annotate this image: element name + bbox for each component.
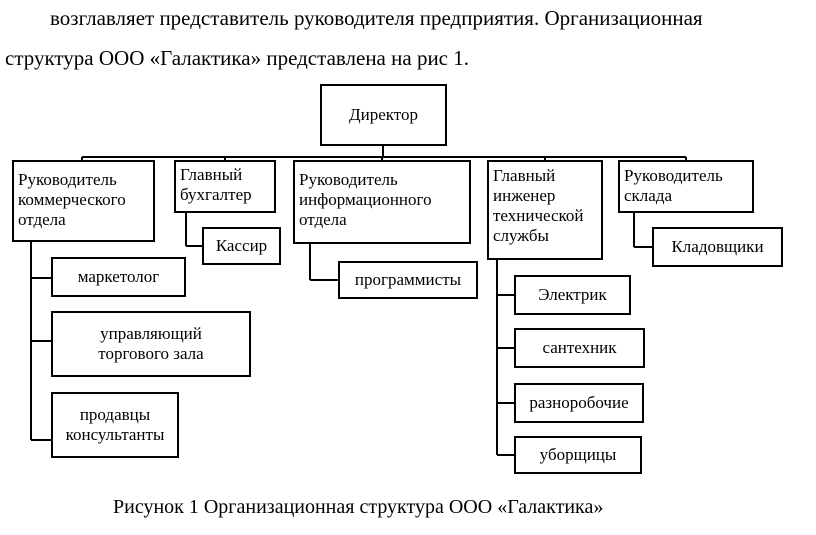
it-head-box: Руководитель информационного отдела <box>293 160 471 244</box>
handymen-box: разнорoбочие <box>514 383 644 423</box>
engineer-head-line-4: службы <box>493 226 549 245</box>
storekeepers-box: Кладовщики <box>652 227 783 267</box>
electrician-label: Электрик <box>538 285 607 304</box>
commercial-head-box: Руководитель коммерческого отдела <box>12 160 155 242</box>
marketer-label: маркетолог <box>77 267 160 286</box>
sellers-line-1: продавцы <box>79 405 151 424</box>
plumber-box: сантехник <box>514 328 645 368</box>
engineer-head-line-3: технической <box>493 206 584 225</box>
warehouse-head-line-1: Руководитель <box>624 166 723 185</box>
handymen-label: разнорoбочие <box>529 393 629 412</box>
commercial-head-line-2: коммерческого <box>18 190 126 209</box>
paragraph-line-2: структура ООО «Галактика» представлена н… <box>5 46 469 70</box>
it-head-line-1: Руководитель <box>299 170 398 189</box>
cleaners-label: уборщицы <box>539 445 617 464</box>
cashier-label: Кассир <box>215 236 268 255</box>
warehouse-head-line-2: склада <box>624 186 673 205</box>
engineer-head-line-1: Главный <box>493 166 556 185</box>
hall-manager-line-1: управляющий <box>100 324 202 343</box>
accountant-line-1: Главный <box>180 165 243 184</box>
it-head-line-2: информационного <box>299 190 432 209</box>
storekeepers-label: Кладовщики <box>671 237 764 256</box>
commercial-head-line-3: отдела <box>18 210 66 229</box>
it-head-line-3: отдела <box>299 210 347 229</box>
plumber-label: сантехник <box>542 338 617 357</box>
hall-manager-box: управляющий торгового зала <box>51 311 251 377</box>
accountant-box: Главный бухгалтер <box>174 160 276 213</box>
figure-caption: Рисунок 1 Организационная структура ООО … <box>113 496 604 518</box>
cleaners-box: уборщицы <box>514 436 642 474</box>
director-box: Директор <box>320 84 447 146</box>
paragraph-line-1: возглавляет представитель руководителя п… <box>50 6 703 30</box>
cashier-box: Кассир <box>202 227 281 265</box>
engineer-head-line-2: инженер <box>493 186 556 205</box>
programmers-label: программисты <box>354 270 462 289</box>
programmers-box: программисты <box>338 261 478 299</box>
marketer-box: маркетолог <box>51 257 186 297</box>
hall-manager-line-2: торгового зала <box>98 344 204 363</box>
accountant-line-2: бухгалтер <box>180 185 252 204</box>
warehouse-head-box: Руководитель склада <box>618 160 754 213</box>
engineer-head-box: Главный инженер технической службы <box>487 160 603 260</box>
sellers-line-2: консультанты <box>65 425 165 444</box>
sellers-box: продавцы консультанты <box>51 392 179 458</box>
commercial-head-line-1: Руководитель <box>18 170 117 189</box>
electrician-box: Электрик <box>514 275 631 315</box>
director-label: Директор <box>349 105 418 124</box>
